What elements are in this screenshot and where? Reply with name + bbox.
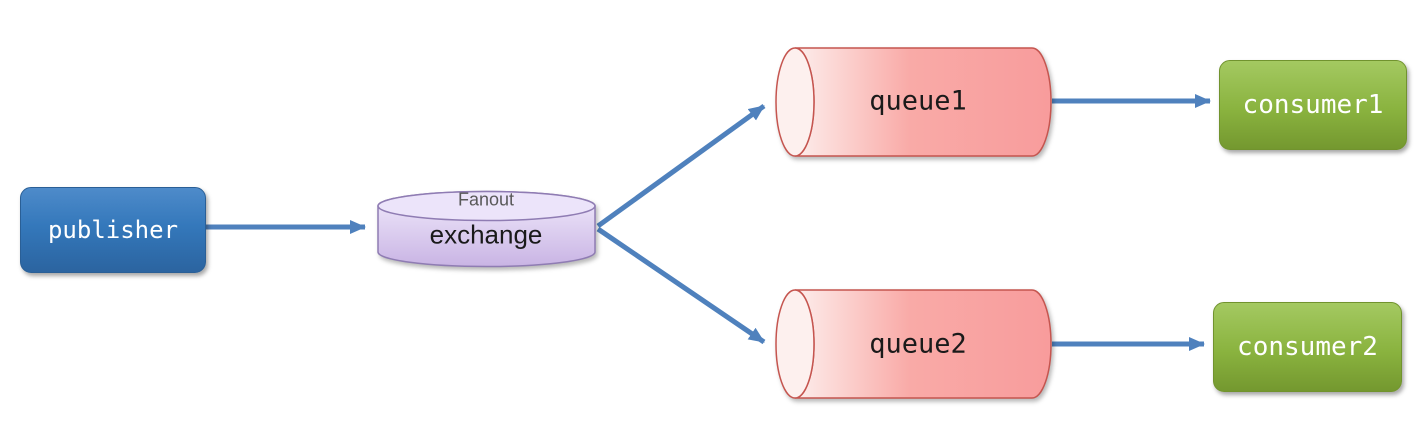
exchange-type-label: Fanout (457, 189, 515, 210)
consumer1-label: consumer1 (1242, 90, 1384, 120)
queue1-cylinder (775, 47, 1052, 157)
queue2-label: queue2 (869, 328, 967, 360)
publisher-node: publisher (20, 187, 206, 273)
consumer2-label: consumer2 (1237, 332, 1378, 362)
consumer2-node: consumer2 (1213, 302, 1402, 392)
edge-exchange-to-queue2 (596, 226, 766, 345)
consumer1-node: consumer1 (1219, 60, 1407, 150)
exchange-label: exchange (429, 219, 543, 250)
queue2-cylinder (775, 289, 1052, 399)
edges (205, 94, 1211, 351)
publisher-label: publisher (47, 216, 179, 244)
edge-exchange-to-queue1 (596, 103, 766, 229)
queue1-label: queue1 (869, 85, 967, 117)
exchange-cylinder (377, 190, 596, 268)
